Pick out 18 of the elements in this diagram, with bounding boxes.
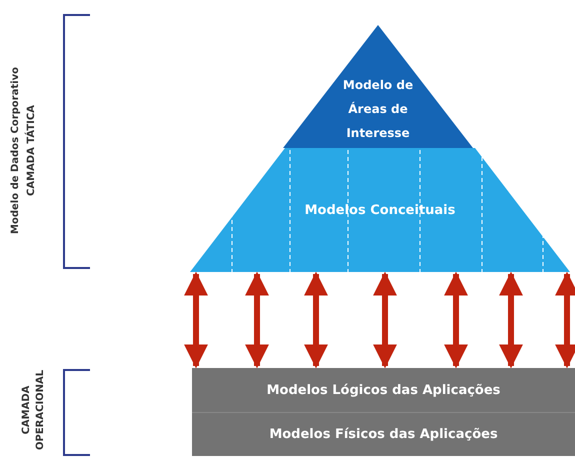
layer-bar	[192, 412, 575, 456]
layer-label: Modelos Físicos das Aplicações	[269, 427, 498, 442]
double-arrow	[555, 272, 575, 368]
layer-label: CAMADA OPERACIONAL	[20, 370, 47, 450]
pyramid-base-section	[190, 148, 570, 272]
double-arrow	[184, 272, 208, 368]
double-arrow	[245, 272, 269, 368]
layer-label: Modelo de Dados Corporativo	[9, 66, 20, 234]
double-arrow	[499, 272, 523, 368]
layer-label: Modelos Conceituais	[304, 202, 456, 218]
double-arrow	[444, 272, 468, 368]
layer-label: CAMADA TÁTICA	[25, 104, 36, 196]
layer-label: Modelos Lógicos das Aplicações	[266, 382, 500, 398]
double-arrow	[373, 272, 397, 368]
layer-label: Modelo de Áreas de Interesse	[342, 76, 414, 142]
double-arrow	[304, 272, 328, 368]
pyramid-top-section	[283, 25, 473, 148]
layer-bar	[192, 368, 575, 412]
